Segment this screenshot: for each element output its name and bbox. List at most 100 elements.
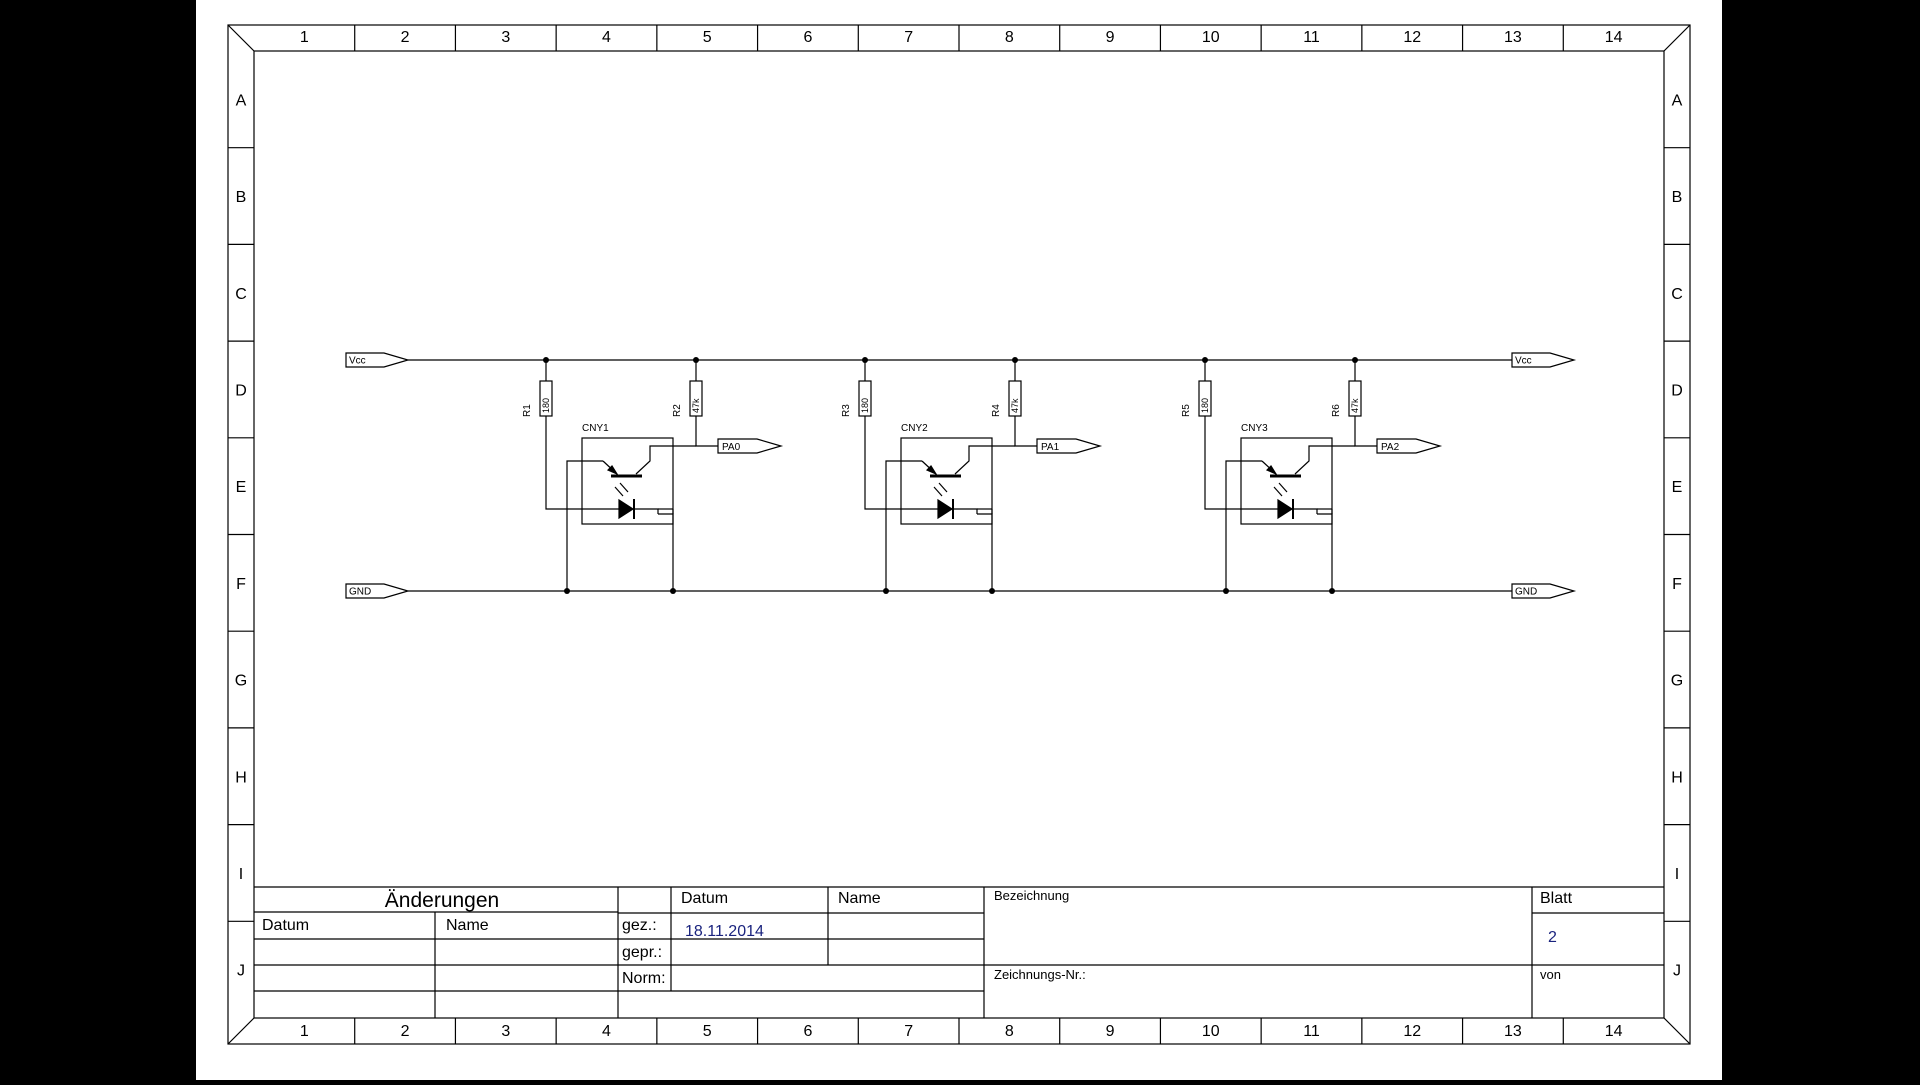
vcc-port-right: Vcc — [1515, 356, 1532, 367]
optocoupler-ref-label: CNY2 — [901, 423, 928, 434]
frame-column-label-bottom: 13 — [1504, 1023, 1522, 1040]
junction-dot — [862, 357, 868, 363]
frame-column-label-bottom: 10 — [1202, 1023, 1220, 1040]
frame-row-label-left: B — [236, 189, 247, 206]
resistor-value-label: 180 — [860, 398, 870, 413]
frame-column-label-top: 12 — [1403, 29, 1421, 46]
resistor-value-label: 47k — [1010, 398, 1020, 413]
frame-row-label-left: I — [239, 866, 243, 883]
norm-label: Norm: — [622, 970, 666, 987]
frame-column-label-top: 5 — [703, 29, 712, 46]
datum-column-header: Datum — [681, 890, 728, 907]
resistor-value-label: 180 — [1200, 398, 1210, 413]
optocoupler-package — [1240, 437, 1333, 525]
gez-date-value: 18.11.2014 — [685, 923, 764, 940]
frame-row-label-right: C — [1671, 286, 1683, 303]
frame-row-label-right: E — [1672, 479, 1683, 496]
optocoupler-package — [900, 437, 993, 525]
output-port — [1376, 438, 1443, 454]
frame-column-label-top: 9 — [1106, 29, 1115, 46]
frame-row-label-right: G — [1671, 673, 1683, 690]
led-diode — [1277, 498, 1294, 520]
junction-dot — [543, 357, 549, 363]
junction-dot — [670, 588, 676, 594]
output-port — [717, 438, 784, 454]
junction-dot — [693, 357, 699, 363]
frame-row-label-left: J — [237, 963, 245, 980]
resistor-ref-label: R4 — [991, 404, 1002, 417]
output-port — [1036, 438, 1103, 454]
frame-column-label-top: 1 — [300, 29, 309, 46]
gnd-port-right: GND — [1515, 587, 1537, 598]
aenderungen-datum-header: Datum — [262, 917, 309, 934]
junction-dot — [1223, 588, 1229, 594]
optocoupler-package — [581, 437, 674, 525]
name-column-header: Name — [838, 890, 881, 907]
title-block: Änderungen Datum Name Datum Name gez.: g… — [254, 886, 1664, 1018]
frame-column-label-top: 3 — [501, 29, 510, 46]
junction-dot — [1202, 357, 1208, 363]
frame-column-label-bottom: 8 — [1005, 1023, 1014, 1040]
frame-row-label-left: C — [235, 286, 247, 303]
resistor-value-label: 47k — [1350, 398, 1360, 413]
frame-column-label-bottom: 12 — [1403, 1023, 1421, 1040]
von-label: von — [1540, 967, 1561, 982]
frame-column-label-top: 13 — [1504, 29, 1522, 46]
junction-dot — [1329, 588, 1335, 594]
frame-row-label-right: F — [1672, 576, 1682, 593]
optocoupler-ref-label: CNY3 — [1241, 423, 1268, 434]
frame-column-label-bottom: 14 — [1605, 1023, 1623, 1040]
frame-column-label-top: 4 — [602, 29, 611, 46]
frame-row-label-right: J — [1673, 963, 1681, 980]
aenderungen-name-header: Name — [446, 917, 489, 934]
frame-column-label-bottom: 6 — [803, 1023, 812, 1040]
frame-column-label-bottom: 5 — [703, 1023, 712, 1040]
resistor-ref-label: R6 — [1331, 404, 1342, 417]
resistor-value-label: 180 — [541, 398, 551, 413]
frame-row-label-left: H — [235, 769, 247, 786]
resistor-ref-label: R2 — [672, 404, 683, 417]
junction-dot — [989, 588, 995, 594]
frame-column-label-top: 2 — [401, 29, 410, 46]
junction-dot — [883, 588, 889, 594]
frame-row-label-left: G — [235, 673, 247, 690]
output-port-label: PA0 — [722, 442, 741, 453]
bezeichnung-label: Bezeichnung — [994, 888, 1069, 903]
output-port-label: PA2 — [1381, 442, 1400, 453]
power-rails: Vcc Vcc GND GND — [345, 352, 1577, 599]
frame-row-label-right: I — [1675, 866, 1679, 883]
frame-row-label-right: A — [1672, 92, 1683, 109]
frame-row-label-right: B — [1672, 189, 1683, 206]
frame-column-label-bottom: 2 — [401, 1023, 410, 1040]
output-port-label: PA1 — [1041, 442, 1060, 453]
frame-row-label-left: E — [236, 479, 247, 496]
led-diode — [937, 498, 954, 520]
optocoupler-ref-label: CNY1 — [582, 423, 609, 434]
frame-column-label-top: 10 — [1202, 29, 1220, 46]
resistor-ref-label: R3 — [841, 404, 852, 417]
frame-row-label-left: A — [236, 92, 247, 109]
resistor-ref-label: R1 — [522, 404, 533, 417]
junction-dot — [1012, 357, 1018, 363]
frame-column-label-bottom: 11 — [1303, 1023, 1320, 1040]
junction-dot — [1352, 357, 1358, 363]
frame-grid-ticks — [228, 25, 1690, 1044]
frame-column-label-top: 8 — [1005, 29, 1014, 46]
frame-column-label-bottom: 3 — [501, 1023, 510, 1040]
gez-label: gez.: — [622, 917, 657, 934]
blatt-label: Blatt — [1540, 890, 1573, 907]
frame-column-label-top: 14 — [1605, 29, 1623, 46]
frame-column-label-bottom: 4 — [602, 1023, 611, 1040]
frame-column-label-bottom: 9 — [1106, 1023, 1115, 1040]
vcc-port-left: Vcc — [349, 356, 366, 367]
frame-row-label-left: F — [236, 576, 246, 593]
frame-row-label-left: D — [235, 382, 247, 399]
resistor-value-label: 47k — [691, 398, 701, 413]
gepr-label: gepr.: — [622, 944, 662, 961]
aenderungen-heading: Änderungen — [385, 889, 499, 912]
